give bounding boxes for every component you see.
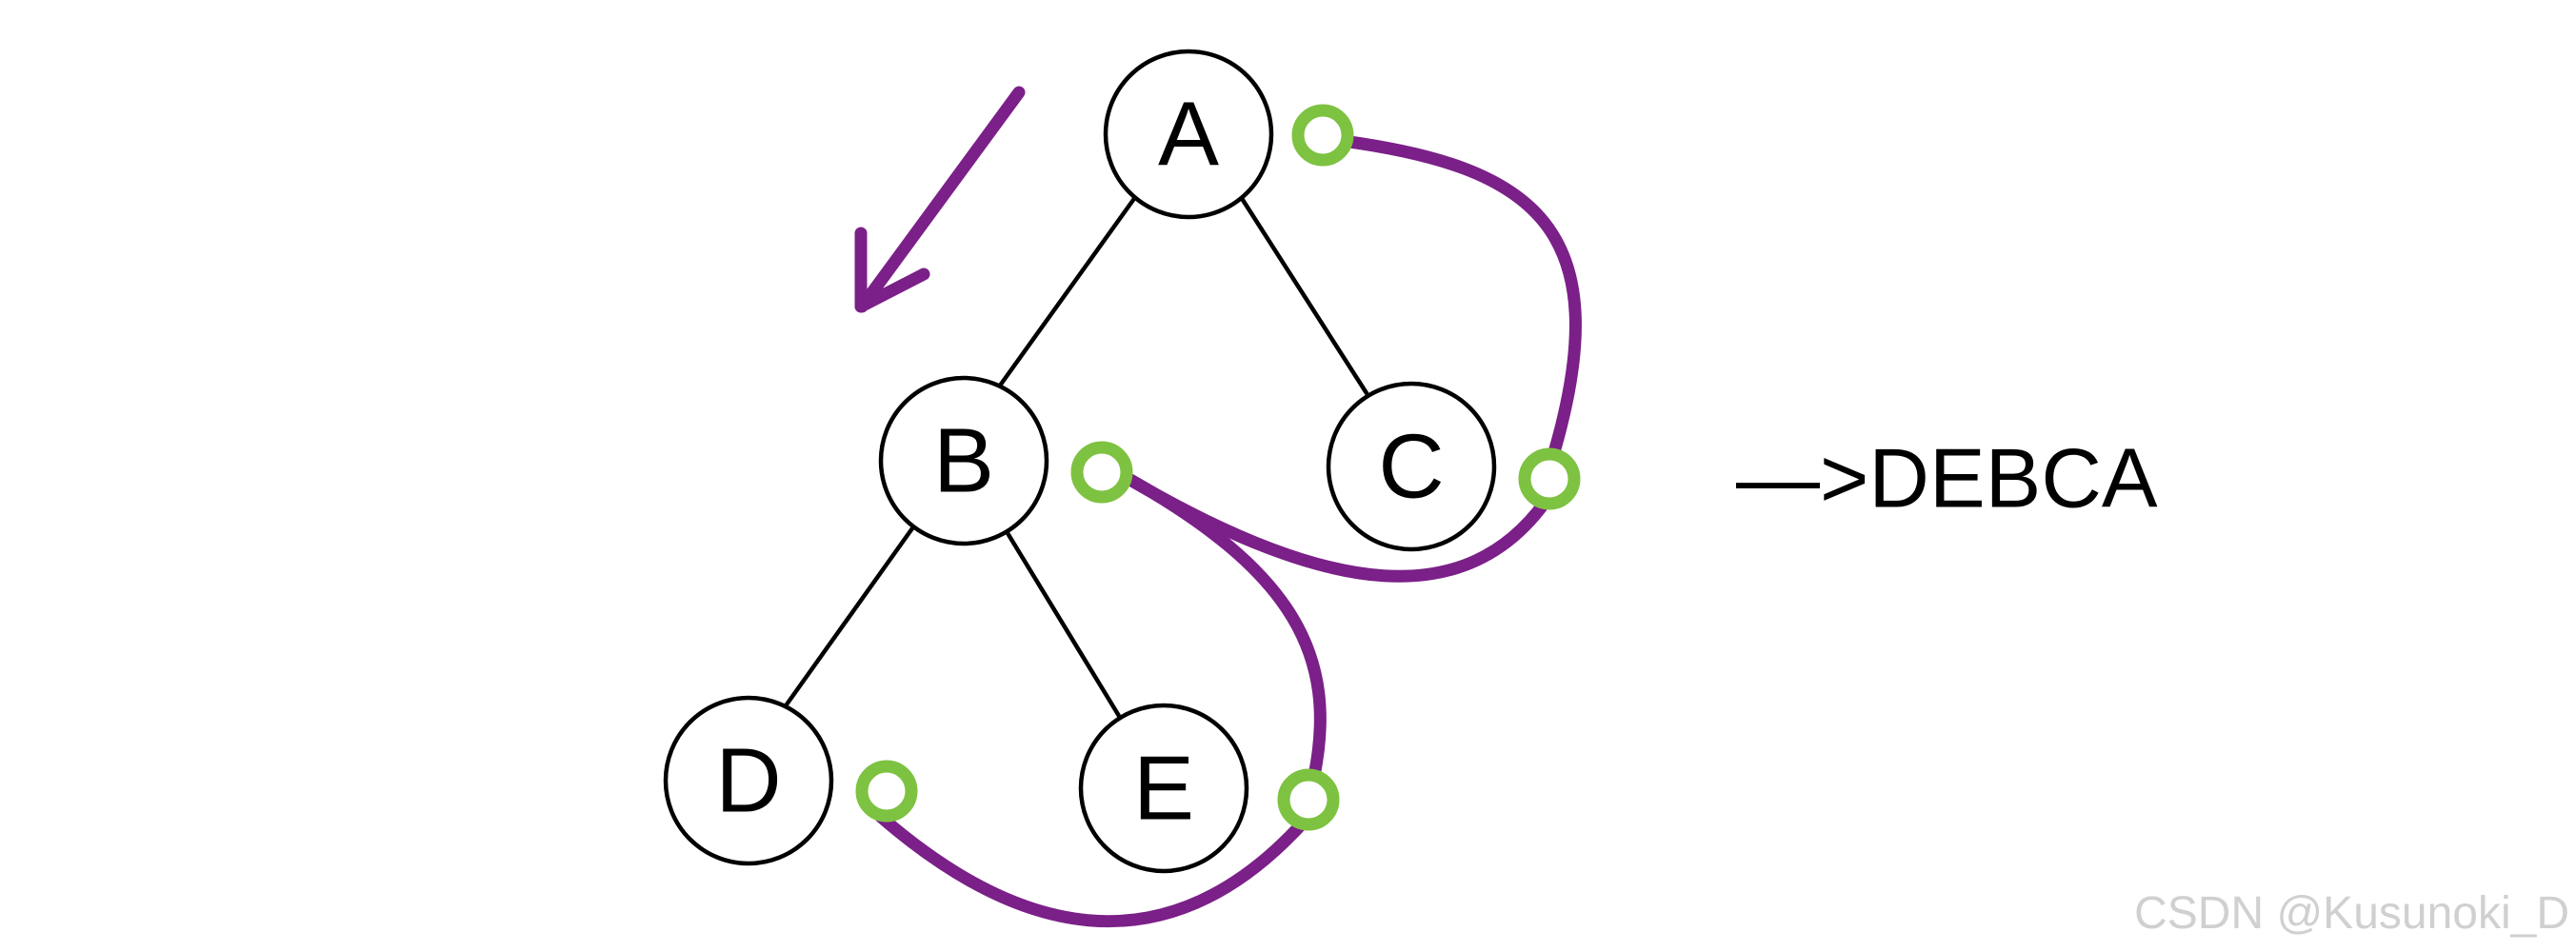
tree-node-d: D — [663, 695, 834, 866]
visit-marker-c — [1518, 447, 1581, 510]
trace-c-to-a — [1336, 134, 1582, 459]
visit-marker-b — [1070, 441, 1133, 504]
node-label-d: D — [715, 730, 781, 832]
arrow-down-left-icon — [854, 86, 1026, 313]
visit-marker-a — [1291, 104, 1354, 167]
edge-a-c — [1240, 197, 1369, 396]
tree-node-c: C — [1326, 381, 1497, 552]
node-label-b: B — [933, 410, 994, 512]
traversal-path — [874, 134, 1582, 928]
tree-edges — [784, 197, 1369, 719]
traversal-result: —>DEBCA — [1736, 431, 2158, 526]
edge-b-e — [1005, 530, 1122, 719]
edge-a-b — [997, 197, 1136, 388]
edge-b-d — [784, 526, 915, 707]
tree-node-b: B — [878, 375, 1049, 546]
tree-nodes: A B C D E — [663, 49, 1497, 874]
tree-node-e: E — [1078, 703, 1249, 874]
tree-node-a: A — [1103, 49, 1274, 220]
trace-d-to-e — [874, 810, 1313, 928]
visit-marker-e — [1277, 768, 1340, 831]
node-label-c: C — [1378, 416, 1444, 518]
watermark: CSDN @Kusunoki_D — [2134, 888, 2569, 939]
node-label-a: A — [1158, 84, 1219, 186]
node-label-e: E — [1133, 738, 1194, 840]
visit-marker-d — [855, 760, 918, 823]
visit-markers — [855, 104, 1581, 831]
trace-b-to-c — [1117, 469, 1551, 583]
